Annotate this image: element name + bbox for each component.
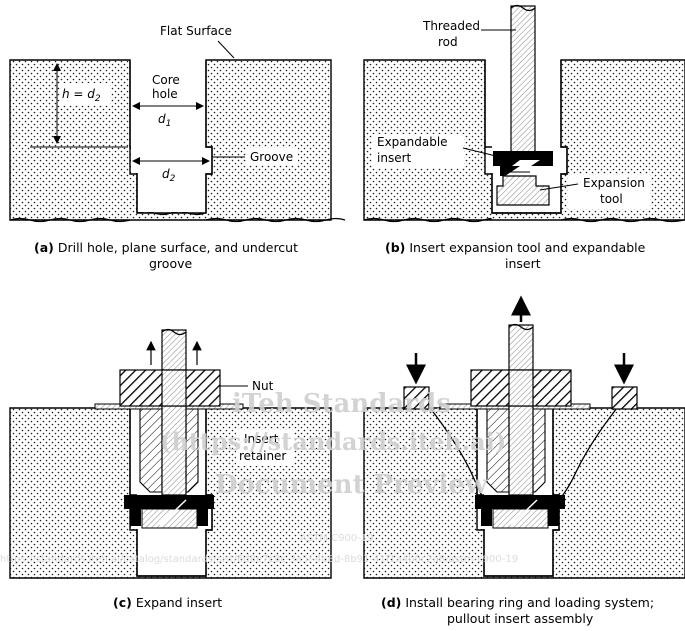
svg-text:https://standards.iteh.ai/cata: https://standards.iteh.ai/catalog/standa… [0,554,518,565]
expandable-insert [493,151,553,166]
expandable-insert-label: Expandable [377,135,448,149]
threaded-rod-label: Threaded [422,19,480,33]
d1-label: d1 [158,112,171,129]
core-hole-label-2: hole [152,87,178,101]
panel-d [363,295,685,579]
threaded-rod-label-2: rod [438,35,458,49]
expansion-tool-label-2: tool [600,192,623,206]
svg-text:iTeh Standards: iTeh Standards [232,389,451,419]
h-label: h = d2 [62,87,101,104]
threaded-rod-c [161,329,187,496]
threaded-rod-d [508,324,534,496]
caption-d: (d) Install bearing ring and loading sys… [381,595,654,610]
expandable-insert-label-2: insert [377,151,412,165]
caption-d-2: pullout insert assembly [447,611,594,626]
d2-label: d2 [162,167,176,184]
groove-label: Groove [250,150,293,164]
bearing-ring-right [611,386,638,410]
caption-a-2: groove [149,256,192,271]
panel-b: Threaded rod Expandable insert Expansion… [363,4,685,223]
threaded-rod [510,5,536,157]
svg-text:ASTM C900-19: ASTM C900-19 [300,533,374,544]
core-hole-label: Core [152,73,180,87]
panel-c: Nut Insert retainer [9,328,332,579]
nut-label: Nut [252,379,274,393]
insert-retainer-left [139,408,163,493]
flat-surface-label: Flat Surface [160,24,232,38]
insert-retainer-label: Insert [244,432,279,446]
bearing-ring-left [403,386,430,410]
expansion-tool-label: Expansion [583,176,645,190]
insert-retainer-label-2: retainer [239,449,286,463]
panel-a: h = d2 d1 d2 Core hole Flat Surface Groo… [9,24,346,223]
caption-b: (b) Insert expansion tool and expandable [385,240,646,255]
caption-c: (c) Expand insert [113,595,222,610]
expansion-tool [496,175,550,206]
svg-text:(https://standards.iteh.ai): (https://standards.iteh.ai) [160,427,506,456]
watermark: iTeh Standards (https://standards.iteh.a… [0,389,518,565]
svg-text:Document Preview: Document Preview [215,470,488,500]
caption-a: (a) Drill hole, plane surface, and under… [34,240,298,255]
caption-b-2: insert [505,256,541,271]
expanded-insert-c [124,495,214,509]
